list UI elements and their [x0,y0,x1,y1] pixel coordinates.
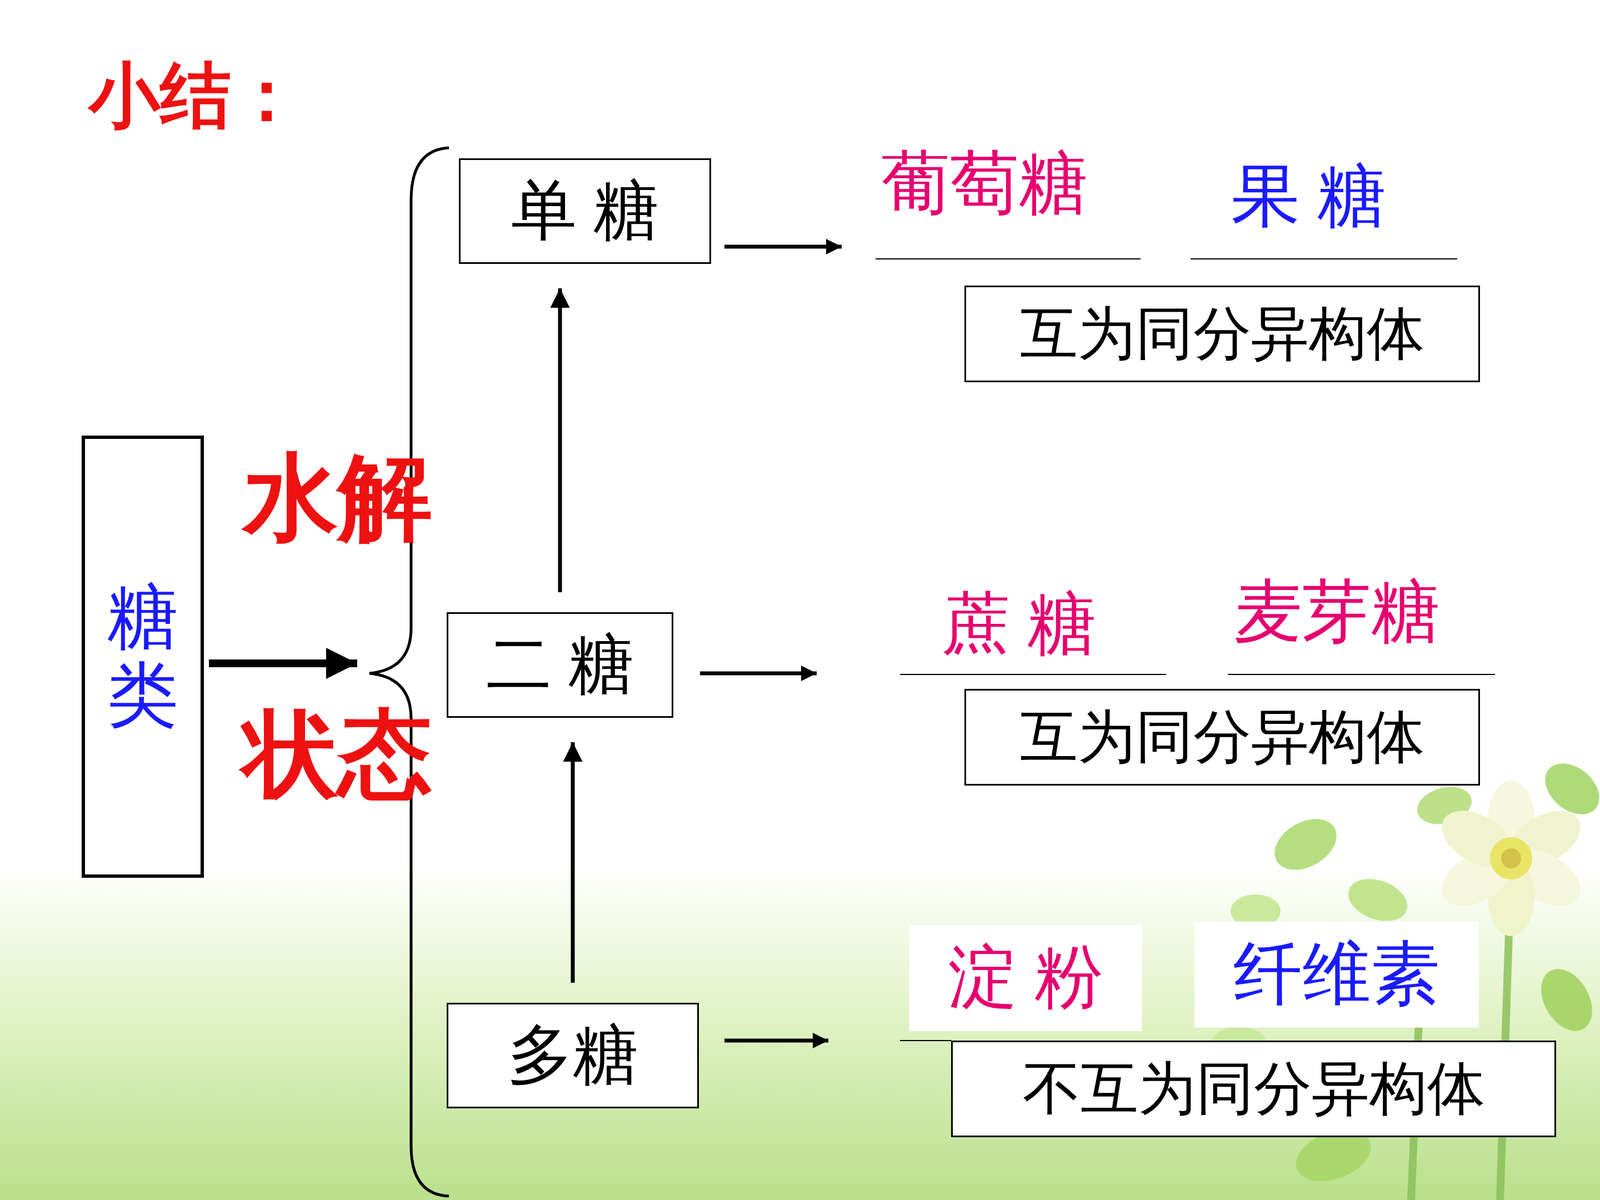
answer-text: 蔗 糖 [941,585,1097,665]
node-text: 不互为同分异构体 [1022,1055,1485,1123]
blank-line [875,258,1141,260]
note-box: 不互为同分异构体 [951,1040,1557,1138]
answer-text: 淀 粉 [909,925,1143,1032]
hydrolysis-arrow [208,659,358,668]
node-text: 多糖 [507,1017,639,1094]
leaf [1342,871,1413,929]
process-label: 水解 [243,444,338,554]
note-box: 互为同分异构体 [964,688,1480,786]
result-arrow [700,671,817,676]
hydrolysis-arrow [571,742,575,983]
category-box: 糖类 [81,435,204,878]
answer-text: 果 糖 [1231,157,1387,237]
node-text: 糖类 [107,578,179,735]
process-label: 状态 [243,701,338,810]
node-text: 互为同分异构体 [1020,300,1425,368]
answer-text: 葡萄糖 [881,144,1088,224]
slide-title: 小结： [88,55,303,138]
blank-line [1227,673,1495,675]
node-text: 单 糖 [511,173,659,249]
hydrolysis-arrow [558,288,563,593]
leaf [1265,808,1346,880]
blank-line [1190,258,1458,260]
blank-line [900,1040,952,1042]
blank-line [900,673,1167,675]
node-text: 互为同分异构体 [1020,703,1425,771]
result-arrow [724,1038,829,1043]
note-box: 互为同分异构体 [964,285,1480,383]
class-box: 单 糖 [458,158,712,264]
answer-text: 麦芽糖 [1233,572,1440,653]
answer-text: 纤维素 [1194,921,1479,1028]
class-box: 多糖 [446,1002,699,1109]
node-text: 二 糖 [486,627,634,703]
curly-brace [369,147,449,1197]
flower [1432,780,1590,937]
leaf [1530,960,1600,1040]
class-box: 二 糖 [446,612,674,718]
result-arrow [724,245,842,249]
